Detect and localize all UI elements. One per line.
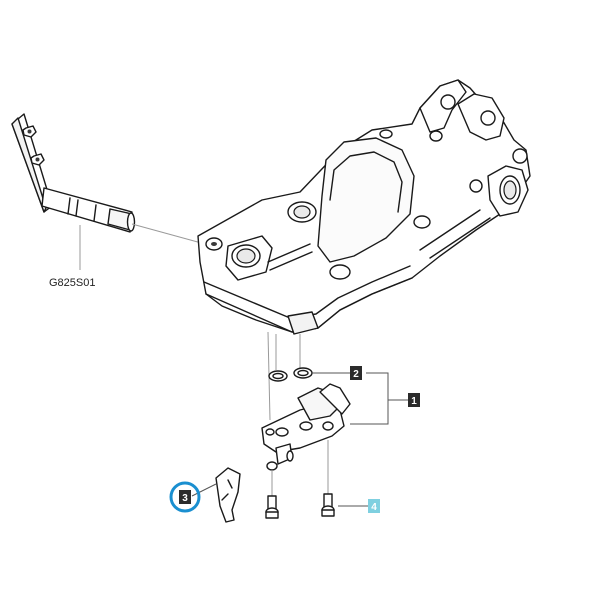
highlight-ring (169, 481, 201, 513)
callout-1-label: 1 (411, 396, 417, 407)
bolt-right (321, 440, 335, 517)
bolt-left (265, 470, 279, 519)
callout-3-label: 3 (182, 493, 188, 504)
valve-subassembly (261, 383, 351, 471)
lever-bolt-lower (30, 153, 45, 166)
housing-part (197, 79, 531, 335)
o-ring-pair (268, 367, 313, 382)
callout-3: 3 (169, 481, 201, 513)
shaft-lever-part (11, 113, 206, 270)
callout-1: 1 (408, 393, 420, 407)
callout-2: 2 (350, 366, 362, 380)
clip-part (215, 467, 241, 523)
reference-label: G825S01 (49, 277, 95, 289)
lever-bolt-upper (22, 125, 37, 138)
callout-2-label: 2 (353, 369, 359, 380)
callout-4: 4 (368, 499, 380, 513)
callout-4-label: 4 (371, 502, 377, 513)
